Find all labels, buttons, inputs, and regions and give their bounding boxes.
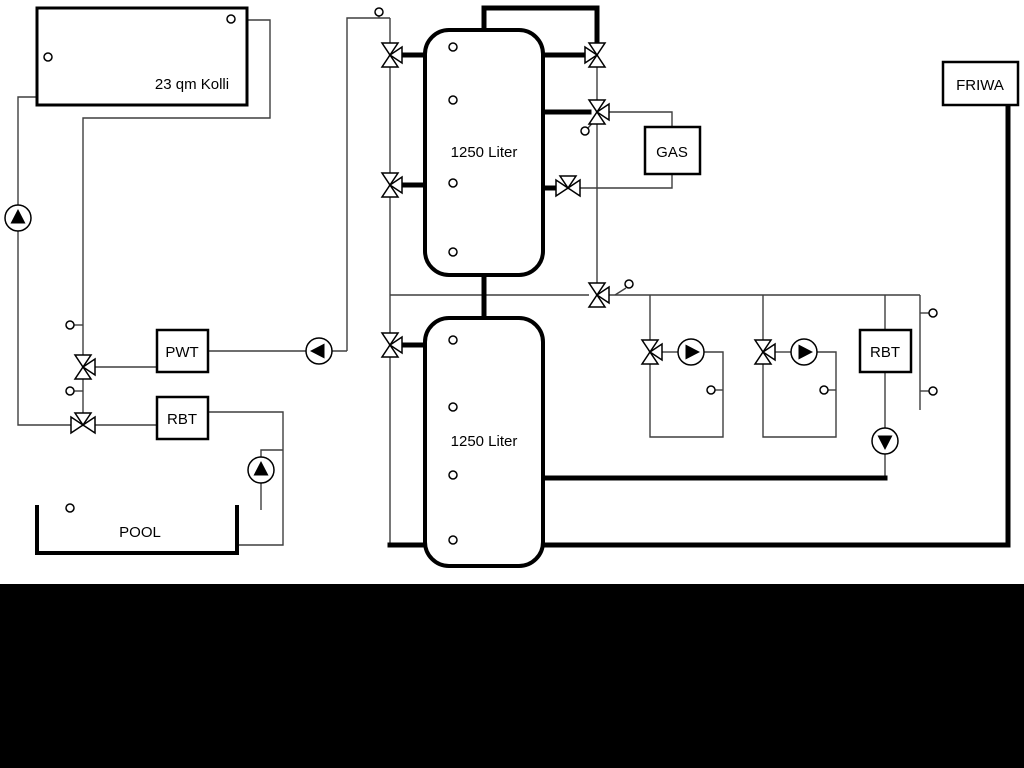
pump-icon	[305, 337, 333, 365]
sensor-icon	[448, 178, 458, 188]
three-way-valve-icon	[74, 354, 96, 380]
three-way-valve-icon	[381, 172, 403, 198]
sensor-icon	[448, 470, 458, 480]
sensor-icon	[928, 308, 938, 318]
pump-icon	[871, 427, 899, 455]
rbt-right-label: RBT	[870, 344, 900, 361]
sensor-icon	[624, 279, 634, 289]
three-way-valve-icon	[381, 332, 403, 358]
three-way-valve-icon	[641, 339, 663, 365]
letterbox-bar	[0, 584, 1024, 768]
sensor-icon	[65, 386, 75, 396]
pump-icon	[790, 338, 818, 366]
solar-collector-label: 23 qm Kolli	[155, 76, 229, 93]
rbt-right-box	[858, 328, 913, 374]
pwt-box	[155, 328, 210, 374]
friwa-box	[941, 60, 1020, 107]
sensor-icon	[448, 335, 458, 345]
gas-boiler-label: GAS	[656, 144, 688, 161]
buffer-tank-top	[423, 28, 545, 277]
three-way-valve-icon	[588, 282, 610, 308]
sensor-icon	[819, 385, 829, 395]
pool-basin	[35, 505, 239, 555]
pump-icon	[677, 338, 705, 366]
three-way-valve-icon	[754, 339, 776, 365]
sensor-icon	[580, 126, 590, 136]
sensor-icon	[706, 385, 716, 395]
sensor-icon	[448, 42, 458, 52]
pump-icon	[247, 456, 275, 484]
sensor-icon	[448, 402, 458, 412]
three-way-valve-icon	[588, 99, 610, 125]
buffer-tank-bottom-label: 1250 Liter	[451, 433, 518, 450]
sensor-icon	[65, 320, 75, 330]
pump-icon	[4, 204, 32, 232]
pool-label: POOL	[119, 524, 161, 541]
three-way-valve-icon	[555, 175, 581, 197]
sensor-icon	[928, 386, 938, 396]
rbt-left-label: RBT	[167, 411, 197, 428]
sensor-icon	[448, 95, 458, 105]
three-way-valve-icon	[584, 42, 606, 68]
pwt-label: PWT	[165, 344, 198, 361]
sensor-icon	[448, 535, 458, 545]
sensor-icon	[65, 503, 75, 513]
sensor-icon	[226, 14, 236, 24]
buffer-tank-bottom	[423, 316, 545, 568]
three-way-valve-icon	[381, 42, 403, 68]
friwa-label: FRIWA	[956, 77, 1004, 94]
thick-pipes	[387, 5, 1011, 548]
sensor-icon	[43, 52, 53, 62]
rbt-left-box	[155, 395, 210, 441]
thin-pipes	[17, 16, 929, 546]
sensor-icon	[448, 247, 458, 257]
sensor-icon	[374, 7, 384, 17]
solar-collector-box	[35, 6, 249, 107]
buffer-tank-top-label: 1250 Liter	[451, 144, 518, 161]
three-way-valve-icon	[70, 412, 96, 434]
gas-boiler-box	[643, 125, 702, 176]
